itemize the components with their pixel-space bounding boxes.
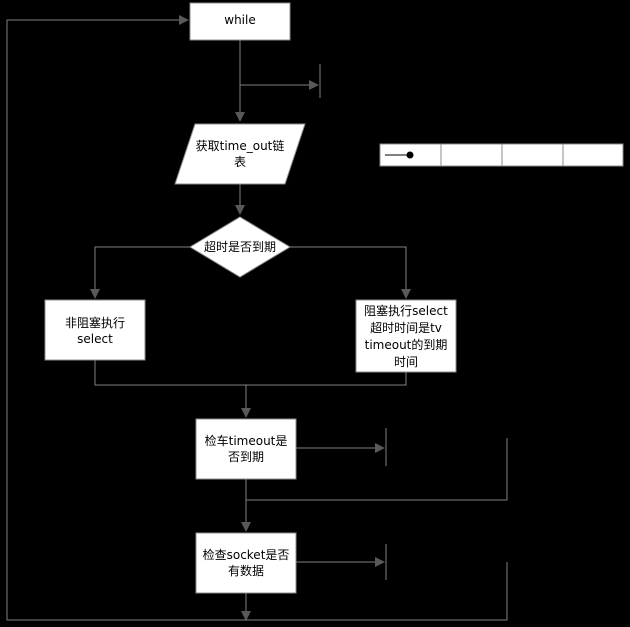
node-nonblocking-select: 非阻塞执行 select: [44, 299, 146, 361]
node-check-socket: 检查socket是否 有数据: [195, 532, 297, 594]
linked-list-pointer-dot: [406, 151, 414, 159]
node-nonblocking-select-line2: select: [77, 332, 113, 346]
node-blocking-select-line3: timeout的到期: [365, 337, 448, 352]
node-get-timeout-list: 获取time_out链 表: [174, 123, 306, 185]
node-while: while: [189, 2, 291, 41]
linked-list-illustration: [379, 143, 624, 167]
node-check-timeout: 检车timeout是 否到期: [195, 418, 297, 480]
edge-socket-return: [246, 562, 508, 621]
node-get-timeout-list-line1: 获取time_out链: [196, 138, 285, 153]
node-blocking-select-line4: 时间: [394, 355, 418, 369]
node-while-label: while: [224, 13, 255, 27]
node-check-socket-line2: 有数据: [228, 563, 264, 578]
linked-list-cell-1: [440, 143, 503, 167]
node-timeout-decision-label: 超时是否到期: [204, 239, 276, 254]
linked-list-cell-3: [562, 143, 624, 167]
node-check-timeout-line2: 否到期: [228, 450, 264, 464]
node-check-socket-line1: 检查socket是否: [203, 547, 290, 562]
edge-decision-to-block: [290, 246, 411, 299]
edge-nonblock-merge: [94, 360, 407, 386]
node-timeout-decision: 超时是否到期: [189, 216, 291, 278]
linked-list-cell-2: [501, 143, 564, 167]
node-check-timeout-line1: 检车timeout是: [205, 433, 288, 448]
node-nonblocking-select-line1: 非阻塞执行: [65, 315, 125, 330]
edge-timeout-return: [246, 438, 508, 501]
node-blocking-select: 阻塞执行select 超时时间是tv timeout的到期 时间: [355, 299, 457, 373]
node-blocking-select-line2: 超时时间是tv: [370, 320, 442, 335]
node-get-timeout-list-line2: 表: [234, 155, 246, 169]
node-blocking-select-line1: 阻塞执行select: [364, 303, 448, 318]
edge-loop-back-to-while: [6, 15, 246, 621]
edge-decision-to-nonblock: [90, 246, 192, 299]
